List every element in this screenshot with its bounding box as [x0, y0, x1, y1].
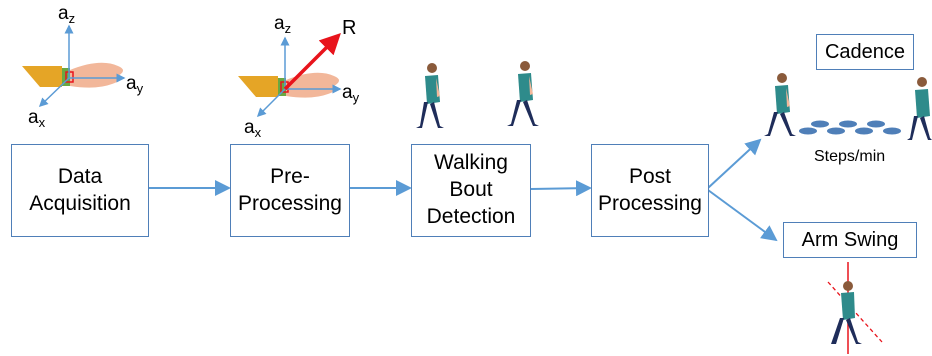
walker-icon	[764, 73, 796, 136]
arm-swing-box: Arm Swing	[783, 222, 917, 258]
resultant-label: R	[342, 17, 357, 39]
footprints-icon	[799, 120, 901, 135]
walking-bout-detection-box: Walking Bout Detection	[411, 144, 531, 237]
pre-processing-box: Pre- Processing	[230, 144, 350, 237]
cadence-box: Cadence	[816, 34, 914, 70]
axis-label-x: ax	[28, 107, 46, 130]
axis-label-z: az	[58, 3, 76, 26]
walker-icon	[416, 63, 444, 128]
flow-arrow-cadence	[707, 138, 762, 189]
data-acquisition-box: Data Acquisition	[11, 144, 149, 237]
axis-label-x: ax	[244, 117, 262, 140]
resultant-vector	[283, 33, 341, 91]
flow-arrow-3	[530, 180, 592, 197]
wrist-sensor-raw	[22, 24, 126, 108]
flow-arrow-armswing	[707, 189, 778, 242]
post-processing-box: Post Processing	[591, 144, 709, 237]
wrist-sensor-preprocessed	[238, 33, 342, 118]
walker-icon	[907, 77, 932, 140]
axis-label-z: az	[274, 13, 292, 36]
arm-swing-walker-icon	[827, 262, 883, 354]
axis-label-y: ay	[342, 82, 360, 105]
steps-per-min-label: Steps/min	[814, 148, 886, 165]
axis-label-y: ay	[126, 73, 144, 96]
walker-icon	[507, 61, 539, 126]
